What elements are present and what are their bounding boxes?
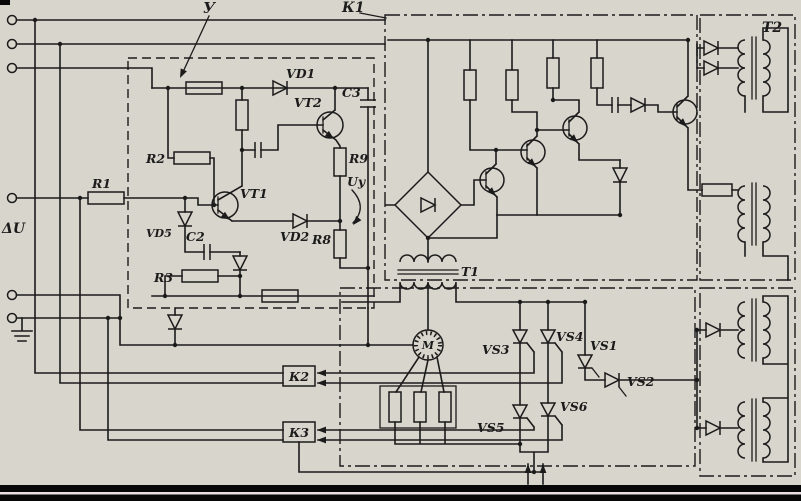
capacitor-feedback	[254, 142, 262, 158]
label-r3: R3	[153, 270, 173, 285]
thyristor-vs5	[511, 404, 529, 420]
winding-t2-low1-right	[762, 301, 771, 359]
resistor-stage3	[546, 57, 560, 89]
diode-t2-a	[703, 39, 720, 57]
capacitor-c3	[360, 99, 376, 108]
label-vs1: VS1	[590, 338, 617, 353]
regulator-boundary	[384, 14, 698, 281]
resistor-stage1	[463, 69, 477, 101]
regulator-block: К1	[341, 0, 739, 281]
capacitor-c2	[203, 244, 211, 260]
resistor-stage2	[505, 69, 519, 101]
label-motor: М	[421, 339, 435, 352]
label-vt2: VT2	[294, 95, 322, 110]
t2-boundary-lower	[699, 287, 796, 477]
label-vd5: VD5	[146, 227, 172, 240]
diode-aux-lower	[166, 314, 184, 331]
label-r1: R1	[91, 176, 111, 191]
resistor-bottom	[261, 289, 299, 303]
winding-t2-low2-right	[762, 401, 771, 459]
label-r2: R2	[145, 151, 165, 166]
capacitor-coupling	[611, 97, 619, 113]
bus-wires: R1	[15, 19, 414, 441]
diode-t2-b	[703, 59, 720, 77]
resistor-collector	[235, 99, 249, 131]
winding-t1-secondary	[399, 281, 457, 290]
diode-clamp	[611, 167, 629, 184]
winding-t2-low2-left	[737, 401, 746, 459]
resistor-r8	[333, 229, 347, 259]
winding-t2-upper-left	[737, 39, 746, 97]
label-relay-k2: К2	[288, 369, 309, 384]
label-r8: R8	[311, 232, 331, 247]
resistor-top	[185, 81, 223, 95]
label-vs5: VS5	[477, 420, 504, 435]
thyristor-vs4	[539, 329, 557, 345]
label-amplifier-block: У	[203, 0, 217, 17]
transistor-vt2-body	[316, 111, 344, 139]
winding-t2-low1-left	[737, 301, 746, 359]
label-vs3: VS3	[482, 342, 510, 357]
junction-dots	[32, 17, 700, 475]
t2-transformer-section: Т2	[696, 14, 796, 477]
brush-resistor-box	[379, 385, 457, 429]
motor-hatching	[414, 331, 442, 359]
diode-coupling	[630, 96, 647, 114]
diode-vd1	[272, 79, 289, 97]
label-delta-u: ΔU	[1, 221, 26, 237]
power-section: Т1 М VS3 VS4 VS1 VS2 VS5 VS6	[282, 254, 698, 485]
label-vt1: VT1	[240, 186, 268, 201]
label-relay-k3: К3	[288, 425, 309, 440]
winding-t2-upper-right	[762, 39, 771, 97]
t2-boundary-upper	[699, 14, 796, 281]
resistor-r1	[87, 191, 125, 205]
bottom-scan-line	[0, 492, 801, 495]
diode-vd5	[176, 211, 194, 228]
label-vd2: VD2	[280, 229, 310, 244]
label-vs4: VS4	[556, 329, 583, 344]
ground-symbol	[11, 317, 33, 342]
label-r9: R9	[348, 151, 368, 166]
resistor-r2	[173, 151, 211, 165]
thyristor-vs6	[539, 402, 557, 418]
thyristor-vs2	[604, 371, 621, 389]
amplifier-boundary	[127, 57, 375, 309]
winding-t2-mid-left	[737, 185, 746, 243]
label-vd1: VD1	[286, 66, 315, 81]
label-uy: Uу	[347, 174, 366, 189]
label-vs2: VS2	[627, 374, 655, 389]
thyristor-vs1	[576, 354, 594, 370]
label-vs6: VS6	[560, 399, 588, 414]
relay-k2-box	[282, 365, 316, 387]
label-c2: С2	[186, 229, 205, 244]
label-regulator-block: К1	[341, 0, 364, 16]
thyristor-vs3	[511, 329, 529, 345]
diode-t2-c	[705, 321, 722, 339]
resistor-stage4	[590, 57, 604, 89]
winding-t2-mid-right	[762, 185, 771, 243]
corner-smudge	[0, 0, 10, 5]
label-t1: Т1	[461, 264, 479, 279]
resistor-output	[701, 183, 733, 197]
diode-t2-d	[705, 419, 722, 437]
power-boundary	[339, 287, 696, 467]
diode-aux	[231, 255, 249, 272]
winding-t1-primary	[399, 254, 457, 263]
label-c3: С3	[342, 85, 361, 100]
